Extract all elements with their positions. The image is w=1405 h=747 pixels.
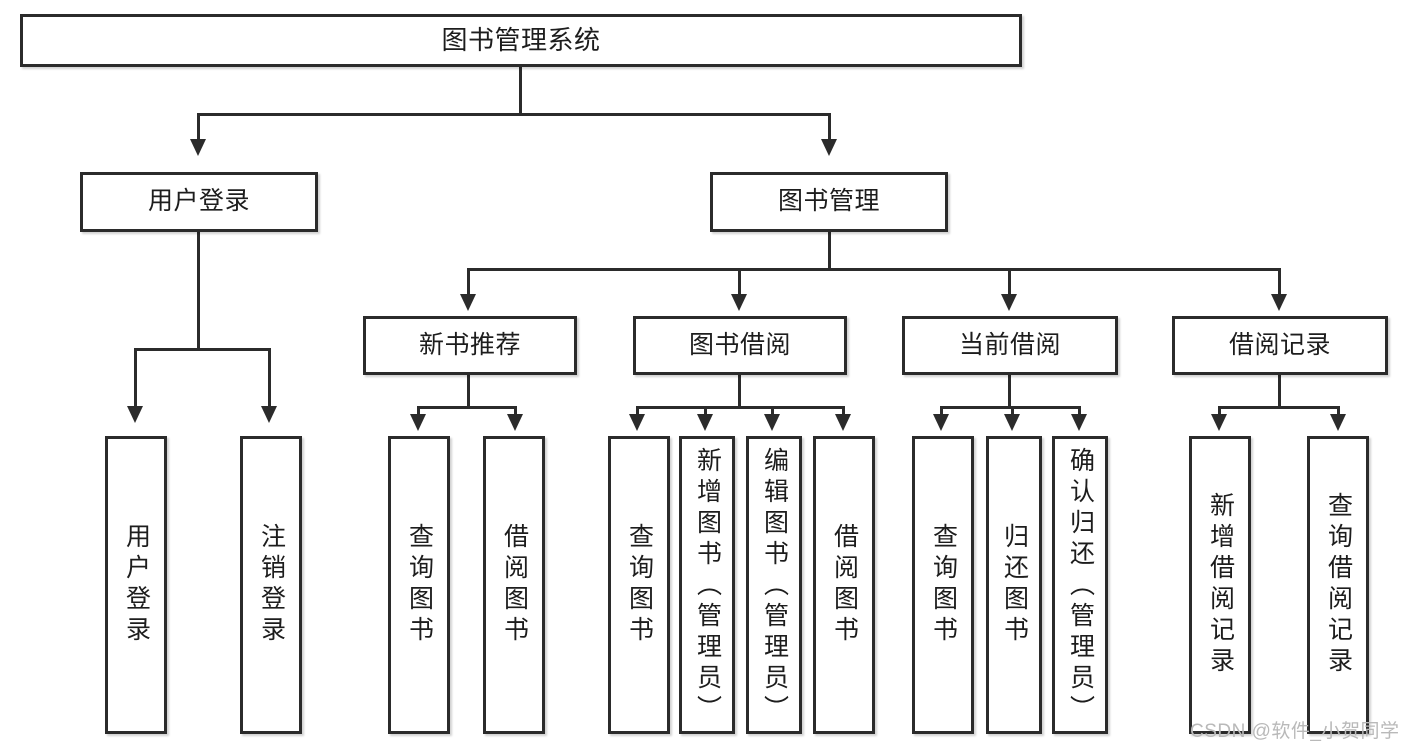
connector-current-borrow-c3: [1078, 406, 1081, 418]
connector-to-current-borrow: [1008, 268, 1011, 296]
connector-current-borrow-bus: [940, 406, 1081, 409]
connector-to-new-book-rec: [467, 268, 470, 296]
node-leaf-edit-book-admin[interactable]: 编辑图书（管理员）: [746, 436, 802, 734]
connector-user-login-left: [134, 348, 137, 408]
node-user-login[interactable]: 用户登录: [80, 172, 318, 232]
connector-borrow-record-trunk: [1278, 375, 1281, 408]
node-label: 编辑图书（管理员）: [760, 447, 789, 726]
node-label: 图书借阅: [688, 330, 791, 359]
connector-user-login-right: [268, 348, 271, 408]
node-leaf-user-login[interactable]: 用户登录: [105, 436, 167, 734]
arrow-leaf-edit-book: [764, 414, 780, 431]
arrow-leaf-add-record: [1211, 414, 1227, 431]
arrow-leaf-add-book: [697, 414, 713, 431]
node-label: 新增图书（管理员）: [693, 447, 722, 726]
connector-user-login-bus: [134, 348, 271, 351]
node-leaf-query-book-1[interactable]: 查询图书: [388, 436, 450, 734]
arrow-leaf-query-book-2: [629, 414, 645, 431]
node-new-book-recommendation[interactable]: 新书推荐: [363, 316, 577, 375]
arrow-leaf-query-book-1: [410, 414, 426, 431]
node-label: 用户登录: [122, 523, 151, 647]
node-label: 借阅图书: [500, 523, 529, 647]
connector-current-borrow-trunk: [1008, 375, 1011, 408]
node-leaf-borrow-book-2[interactable]: 借阅图书: [813, 436, 875, 734]
connector-book-borrow-c2: [704, 406, 707, 418]
connector-root-trunk: [519, 67, 522, 113]
arrow-to-user-login: [190, 139, 206, 156]
connector-book-borrow-c4: [842, 406, 845, 418]
connector-new-book-rec-bus: [417, 406, 517, 409]
node-label: 注销登录: [257, 523, 286, 647]
connector-borrow-record-c2: [1337, 406, 1340, 418]
connector-borrow-record-c1: [1218, 406, 1221, 418]
arrow-to-new-book-rec: [460, 294, 476, 311]
connector-book-borrow-c1: [636, 406, 639, 418]
node-label: 新增借阅记录: [1206, 492, 1235, 678]
node-label: 借阅记录: [1228, 330, 1331, 359]
arrow-leaf-return-book: [1004, 414, 1020, 431]
node-label: 查询图书: [625, 523, 654, 647]
node-label: 借阅图书: [830, 523, 859, 647]
connector-user-login-trunk: [197, 232, 200, 350]
node-current-borrowing[interactable]: 当前借阅: [902, 316, 1118, 375]
arrow-leaf-logout: [261, 406, 277, 423]
node-leaf-add-borrow-record[interactable]: 新增借阅记录: [1189, 436, 1251, 734]
connector-new-book-rec-c2: [514, 406, 517, 418]
node-borrowing-record[interactable]: 借阅记录: [1172, 316, 1388, 375]
node-label: 当前借阅: [958, 330, 1061, 359]
arrow-leaf-query-record: [1330, 414, 1346, 431]
connector-to-book-mgmt: [828, 113, 831, 141]
connector-borrow-record-bus: [1218, 406, 1340, 409]
node-leaf-return-book[interactable]: 归还图书: [986, 436, 1042, 734]
arrow-to-book-mgmt: [821, 139, 837, 156]
connector-book-borrow-trunk: [738, 375, 741, 408]
node-root-system[interactable]: 图书管理系统: [20, 14, 1022, 67]
connector-root-bus: [197, 113, 831, 116]
connector-book-mgmt-bus: [467, 268, 1281, 271]
connector-book-borrow-bus: [636, 406, 845, 409]
arrow-leaf-user-login: [127, 406, 143, 423]
arrow-to-borrow-record: [1271, 294, 1287, 311]
arrow-to-book-borrow: [731, 294, 747, 311]
node-leaf-logout[interactable]: 注销登录: [240, 436, 302, 734]
connector-new-book-rec-trunk: [467, 375, 470, 408]
connector-new-book-rec-c1: [417, 406, 420, 418]
node-leaf-borrow-book-1[interactable]: 借阅图书: [483, 436, 545, 734]
node-book-borrowing[interactable]: 图书借阅: [633, 316, 847, 375]
node-leaf-confirm-return-admin[interactable]: 确认归还（管理员）: [1052, 436, 1108, 734]
node-leaf-query-book-3[interactable]: 查询图书: [912, 436, 974, 734]
node-book-management[interactable]: 图书管理: [710, 172, 948, 232]
node-label: 图书管理系统: [441, 25, 601, 56]
node-label: 图书管理: [777, 187, 880, 216]
connector-to-user-login: [197, 113, 200, 141]
node-label: 查询图书: [929, 523, 958, 647]
node-label: 查询图书: [405, 523, 434, 647]
arrow-leaf-confirm-return: [1071, 414, 1087, 431]
connector-book-mgmt-trunk: [828, 232, 831, 270]
node-leaf-add-book-admin[interactable]: 新增图书（管理员）: [679, 436, 735, 734]
arrow-leaf-borrow-book-2: [835, 414, 851, 431]
node-label: 确认归还（管理员）: [1066, 447, 1095, 726]
connector-to-book-borrow: [738, 268, 741, 296]
node-leaf-query-borrow-record[interactable]: 查询借阅记录: [1307, 436, 1369, 734]
connector-to-borrow-record: [1278, 268, 1281, 296]
node-label: 归还图书: [1000, 523, 1029, 647]
watermark-text: CSDN @软件_小贺同学: [1190, 721, 1400, 742]
arrow-leaf-query-book-3: [933, 414, 949, 431]
connector-current-borrow-c1: [940, 406, 943, 418]
node-leaf-query-book-2[interactable]: 查询图书: [608, 436, 670, 734]
arrow-leaf-borrow-book-1: [507, 414, 523, 431]
arrow-to-current-borrow: [1001, 294, 1017, 311]
connector-current-borrow-c2: [1011, 406, 1014, 418]
connector-book-borrow-c3: [771, 406, 774, 418]
node-label: 用户登录: [147, 187, 250, 216]
node-label: 新书推荐: [418, 330, 521, 359]
node-label: 查询借阅记录: [1324, 492, 1353, 678]
